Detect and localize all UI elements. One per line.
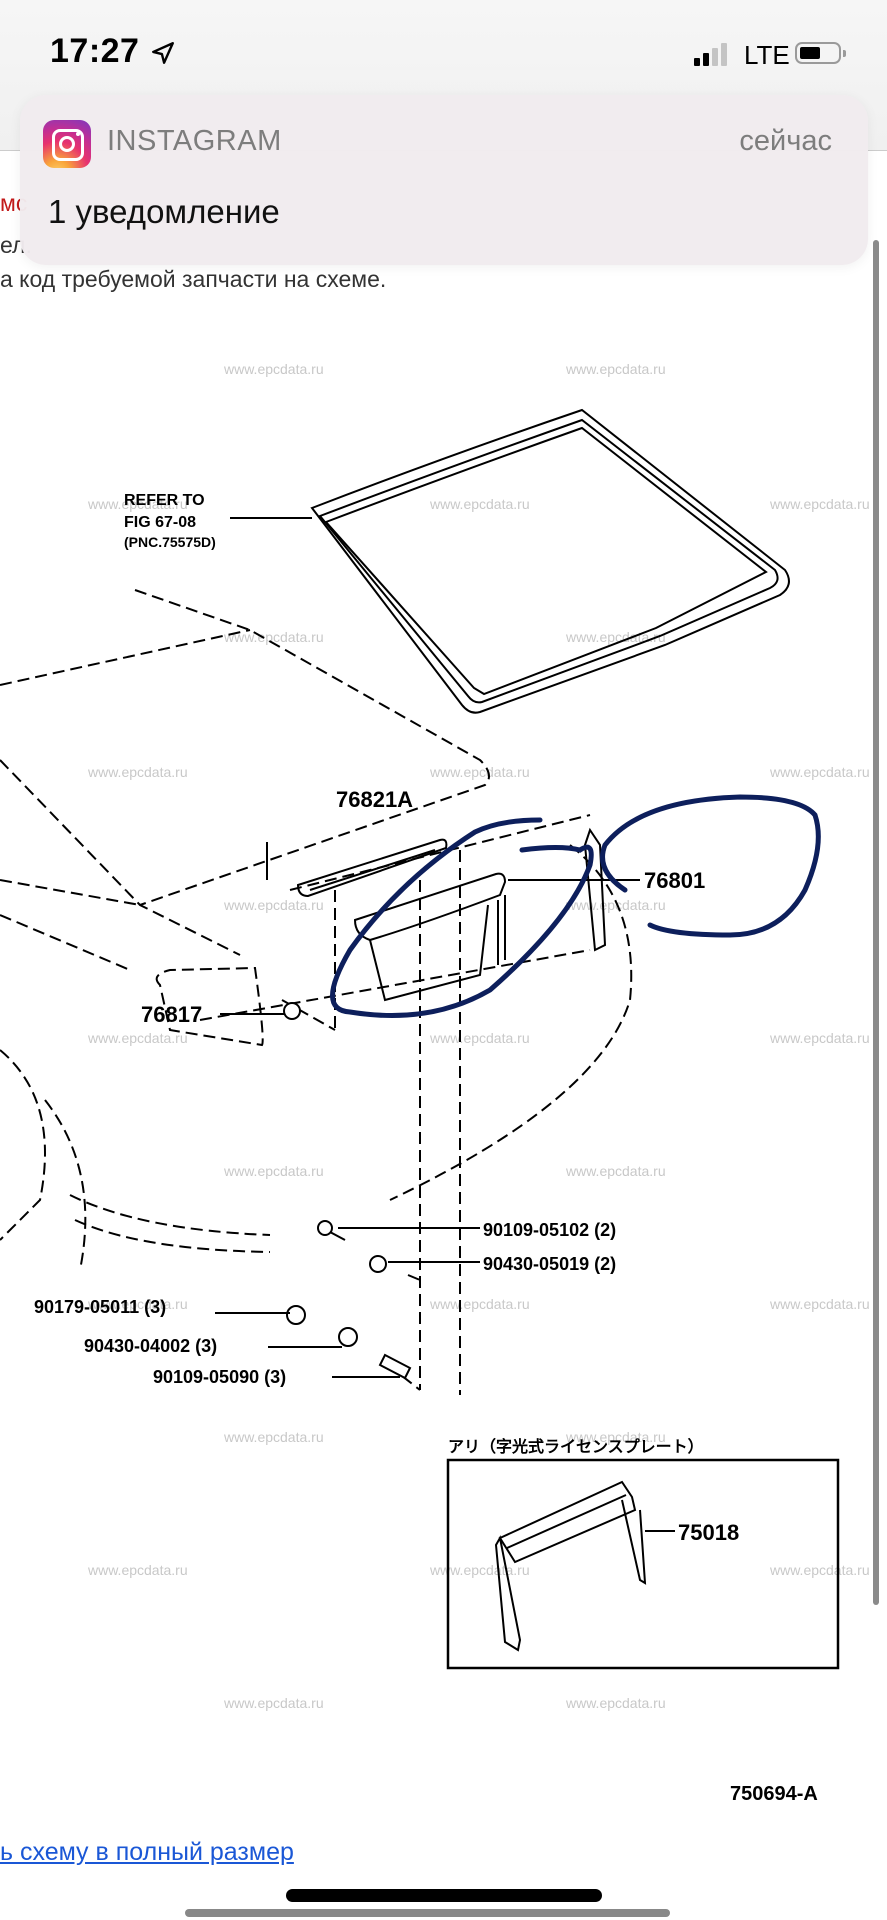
- part-label-76821a: 76821A: [336, 787, 413, 812]
- fasteners: [283, 1002, 412, 1380]
- stop-lamp-cover: [296, 838, 448, 898]
- svg-text:FIG 67-08: FIG 67-08: [124, 514, 196, 531]
- notification-app-name: INSTAGRAM: [107, 125, 282, 157]
- svg-text:www.epcdata.ru: www.epcdata.ru: [565, 1695, 666, 1711]
- svg-text:www.epcdata.ru: www.epcdata.ru: [223, 1429, 324, 1445]
- signal-strength-icon: [694, 42, 727, 66]
- fastener-leaders: [215, 1013, 480, 1378]
- part-label-75018: 75018: [678, 1520, 739, 1545]
- svg-text:www.epcdata.ru: www.epcdata.ru: [565, 361, 666, 377]
- part-labels: 76821A 76801 76817 90109-05102 (2) 90430…: [34, 787, 705, 1387]
- parts-diagram: www.epcdata.ru www.epcdata.ru www.epcdat…: [0, 361, 870, 1805]
- svg-text:www.epcdata.ru: www.epcdata.ru: [223, 897, 324, 913]
- svg-text:www.epcdata.ru: www.epcdata.ru: [769, 496, 870, 512]
- svg-text:www.epcdata.ru: www.epcdata.ru: [769, 1030, 870, 1046]
- svg-text:REFER TO: REFER TO: [124, 492, 205, 509]
- notification-body: 1 уведомление: [48, 193, 280, 230]
- inset-title: アリ（字光式ライセンスプレート）: [448, 1437, 704, 1456]
- instagram-notification[interactable]: INSTAGRAM сейчас 1 уведомление: [20, 95, 868, 265]
- part-label-76817: 76817: [141, 1002, 202, 1027]
- refer-note: REFER TO FIG 67-08 (PNC.75575D): [124, 492, 216, 550]
- part-label-76801: 76801: [644, 868, 705, 893]
- part-label-90430-05019: 90430-05019 (2): [483, 1254, 616, 1274]
- network-type: LTE: [744, 40, 790, 70]
- svg-text:www.epcdata.ru: www.epcdata.ru: [429, 764, 530, 780]
- svg-text:(PNC.75575D): (PNC.75575D): [124, 534, 216, 550]
- part-label-90430-04002: 90430-04002 (3): [84, 1336, 217, 1356]
- svg-text:www.epcdata.ru: www.epcdata.ru: [429, 1030, 530, 1046]
- horizontal-scrollbar[interactable]: [185, 1909, 670, 1917]
- svg-text:www.epcdata.ru: www.epcdata.ru: [87, 764, 188, 780]
- svg-text:www.epcdata.ru: www.epcdata.ru: [87, 1296, 188, 1312]
- svg-text:www.epcdata.ru: www.epcdata.ru: [429, 1562, 530, 1578]
- battery-icon: [795, 42, 846, 64]
- svg-text:www.epcdata.ru: www.epcdata.ru: [223, 629, 324, 645]
- svg-text:www.epcdata.ru: www.epcdata.ru: [769, 1562, 870, 1578]
- watermarks: www.epcdata.ru www.epcdata.ru www.epcdat…: [87, 361, 870, 1711]
- part-label-90179-05011: 90179-05011 (3): [34, 1297, 166, 1317]
- car-body-outline: [0, 589, 633, 1395]
- inset-license-plate-lamp: アリ（字光式ライセンスプレート） 75018: [446, 1437, 840, 1670]
- instagram-icon: [43, 120, 91, 168]
- svg-text:www.epcdata.ru: www.epcdata.ru: [769, 764, 870, 780]
- svg-text:www.epcdata.ru: www.epcdata.ru: [565, 1163, 666, 1179]
- figure-code: 750694-A: [730, 1783, 818, 1805]
- svg-text:www.epcdata.ru: www.epcdata.ru: [223, 361, 324, 377]
- svg-text:www.epcdata.ru: www.epcdata.ru: [223, 1163, 324, 1179]
- status-time: 17:27: [50, 32, 140, 70]
- page-scrollbar[interactable]: [873, 240, 879, 1605]
- location-arrow-icon: [152, 42, 174, 64]
- svg-text:www.epcdata.ru: www.epcdata.ru: [429, 1296, 530, 1312]
- full-size-diagram-link[interactable]: ь схему в полный размер: [0, 1838, 294, 1866]
- svg-text:www.epcdata.ru: www.epcdata.ru: [769, 1296, 870, 1312]
- page-instruction-text: а код требуемой запчасти на схеме.: [0, 266, 387, 292]
- part-label-90109-05090: 90109-05090 (3): [153, 1367, 286, 1387]
- notification-time: сейчас: [739, 125, 832, 157]
- svg-text:www.epcdata.ru: www.epcdata.ru: [565, 1429, 666, 1445]
- part-label-90109-05102: 90109-05102 (2): [483, 1220, 616, 1240]
- home-indicator[interactable]: [286, 1889, 602, 1902]
- svg-text:www.epcdata.ru: www.epcdata.ru: [429, 496, 530, 512]
- svg-text:www.epcdata.ru: www.epcdata.ru: [87, 496, 188, 512]
- svg-text:www.epcdata.ru: www.epcdata.ru: [87, 1562, 188, 1578]
- svg-text:www.epcdata.ru: www.epcdata.ru: [565, 897, 666, 913]
- svg-text:www.epcdata.ru: www.epcdata.ru: [223, 1695, 324, 1711]
- rear-window-seal: [310, 408, 790, 714]
- svg-text:www.epcdata.ru: www.epcdata.ru: [87, 1030, 188, 1046]
- hand-drawn-annotation: [330, 794, 821, 1018]
